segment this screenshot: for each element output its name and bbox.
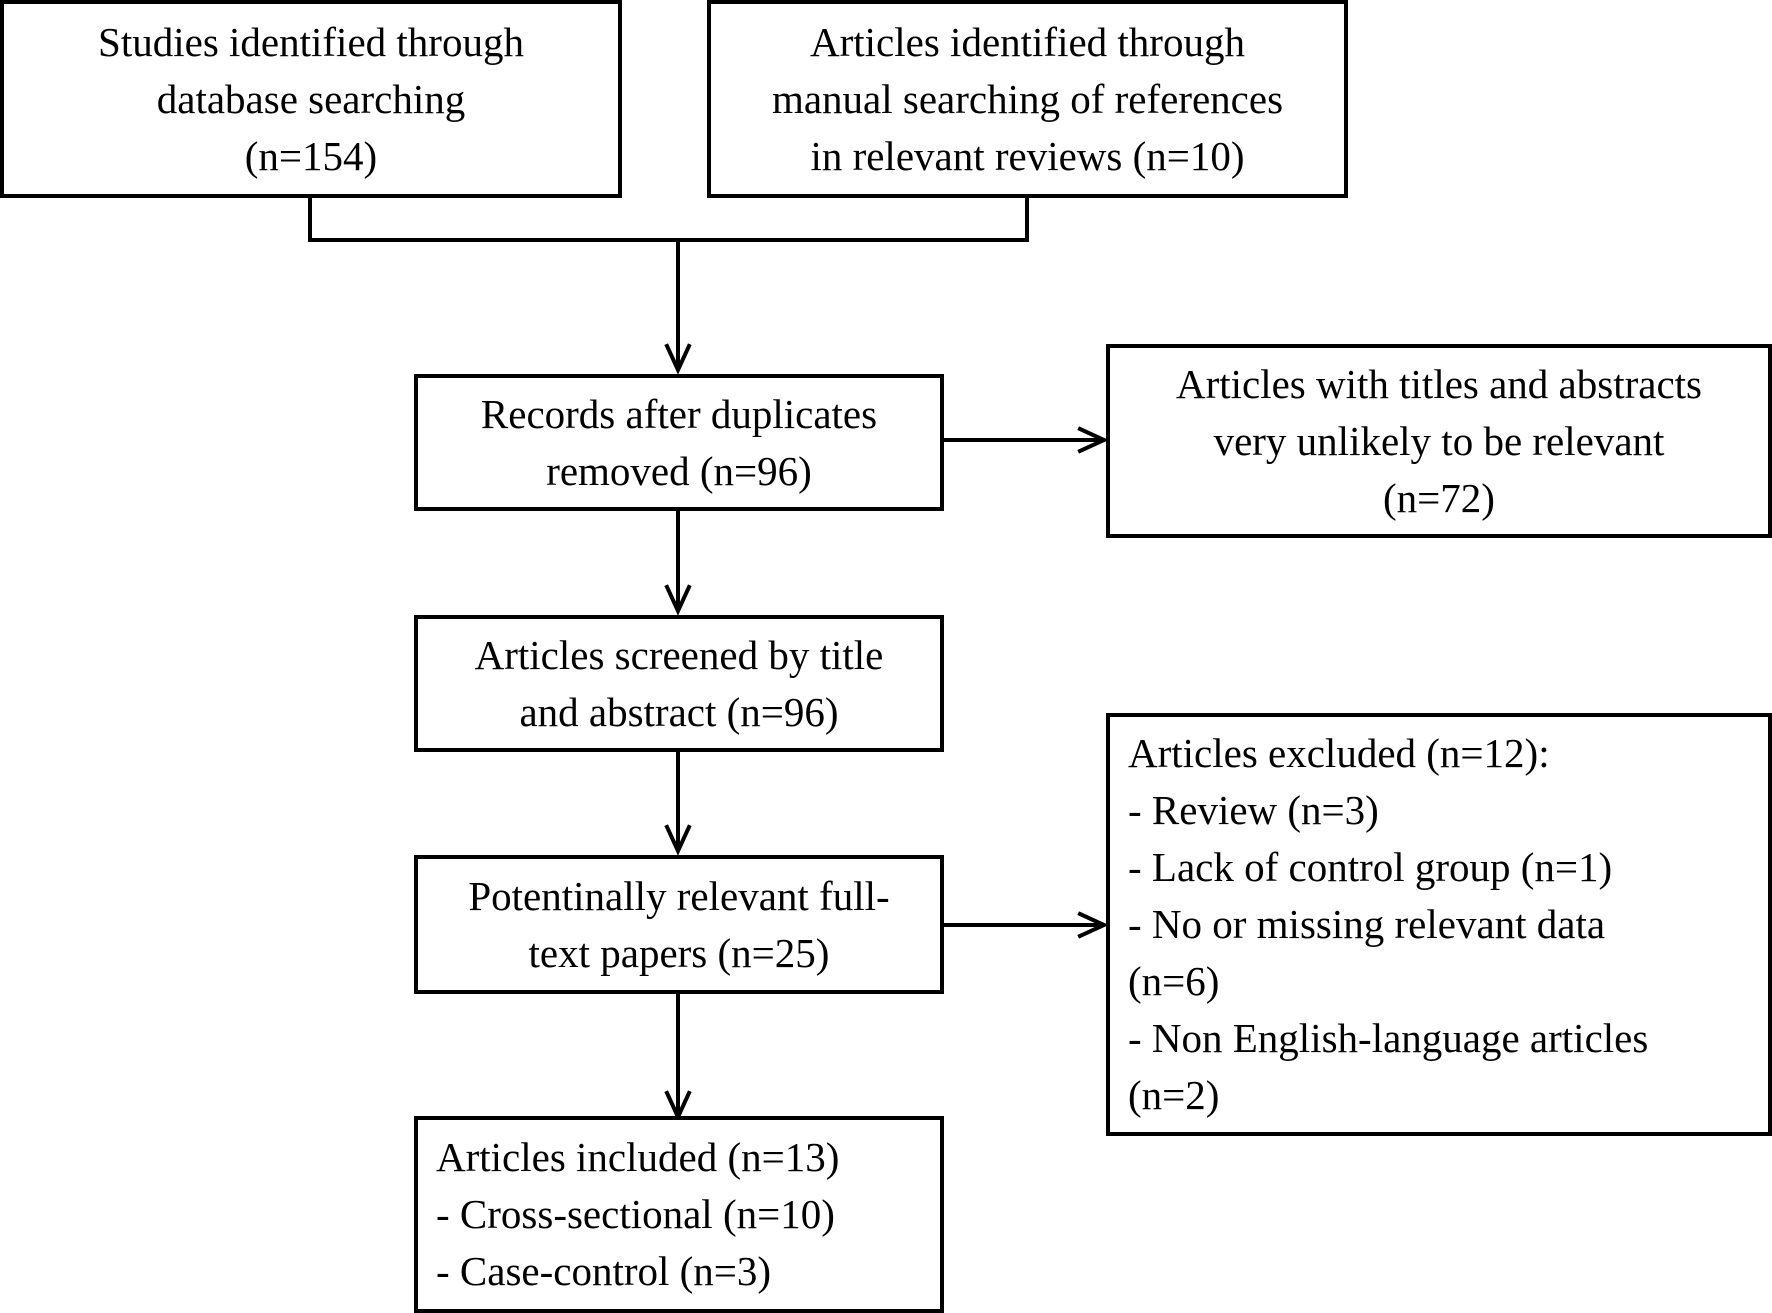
database-search-line-1: Studies identified through	[98, 18, 524, 65]
arrowhead-unlikely	[1077, 426, 1109, 454]
after-duplicates-line-1: Records after duplicates	[480, 390, 878, 437]
unlikely-relevant-line-1: Articles with titles and abstracts	[1175, 360, 1703, 407]
full-text-box: Potentinally relevant full- text papers …	[414, 855, 944, 994]
manual-search-line-1: Articles identified through	[810, 18, 1245, 65]
database-search-line-3: (n=154)	[244, 132, 378, 179]
after-duplicates-line-2: removed (n=96)	[546, 447, 812, 494]
merge-connector	[308, 194, 1029, 242]
included-box: Articles included (n=13) - Cross-section…	[414, 1116, 944, 1313]
unlikely-relevant-box: Articles with titles and abstracts very …	[1106, 344, 1772, 538]
excluded-line-1: Articles excluded (n=12):	[1128, 730, 1550, 776]
unlikely-relevant-line-2: very unlikely to be relevant	[1213, 417, 1665, 464]
excluded-line-2: - Review (n=3)	[1128, 787, 1379, 833]
screened-line-2: and abstract (n=96)	[519, 688, 839, 735]
included-line-1: Articles included (n=13)	[436, 1134, 840, 1180]
arrowhead-screened	[664, 584, 692, 616]
screened-line-1: Articles screened by title	[474, 631, 884, 678]
included-line-3: - Case-control (n=3)	[436, 1248, 772, 1294]
database-search-line-2: database searching	[156, 75, 466, 122]
excluded-box: Articles excluded (n=12): - Review (n=3)…	[1106, 713, 1772, 1136]
arrowhead-fulltext	[664, 824, 692, 856]
excluded-line-5: (n=6)	[1128, 958, 1220, 1004]
manual-search-box: Articles identified through manual searc…	[707, 0, 1348, 198]
excluded-line-6: - Non English-language articles	[1128, 1015, 1649, 1061]
excluded-line-7: (n=2)	[1128, 1072, 1220, 1118]
arrowhead-merge	[664, 343, 692, 375]
full-text-line-2: text papers (n=25)	[528, 929, 830, 976]
screened-box: Articles screened by title and abstract …	[414, 615, 944, 752]
arrowhead-excluded	[1077, 911, 1109, 939]
excluded-line-3: - Lack of control group (n=1)	[1128, 844, 1613, 890]
database-search-box: Studies identified through database sear…	[0, 0, 622, 198]
included-line-2: - Cross-sectional (n=10)	[436, 1191, 835, 1237]
after-duplicates-box: Records after duplicates removed (n=96)	[414, 374, 944, 511]
manual-search-line-3: in relevant reviews (n=10)	[810, 132, 1245, 179]
full-text-line-1: Potentinally relevant full-	[468, 872, 890, 919]
unlikely-relevant-line-3: (n=72)	[1383, 474, 1495, 521]
manual-search-line-2: manual searching of references	[771, 75, 1284, 122]
excluded-line-4: - No or missing relevant data	[1128, 901, 1606, 947]
